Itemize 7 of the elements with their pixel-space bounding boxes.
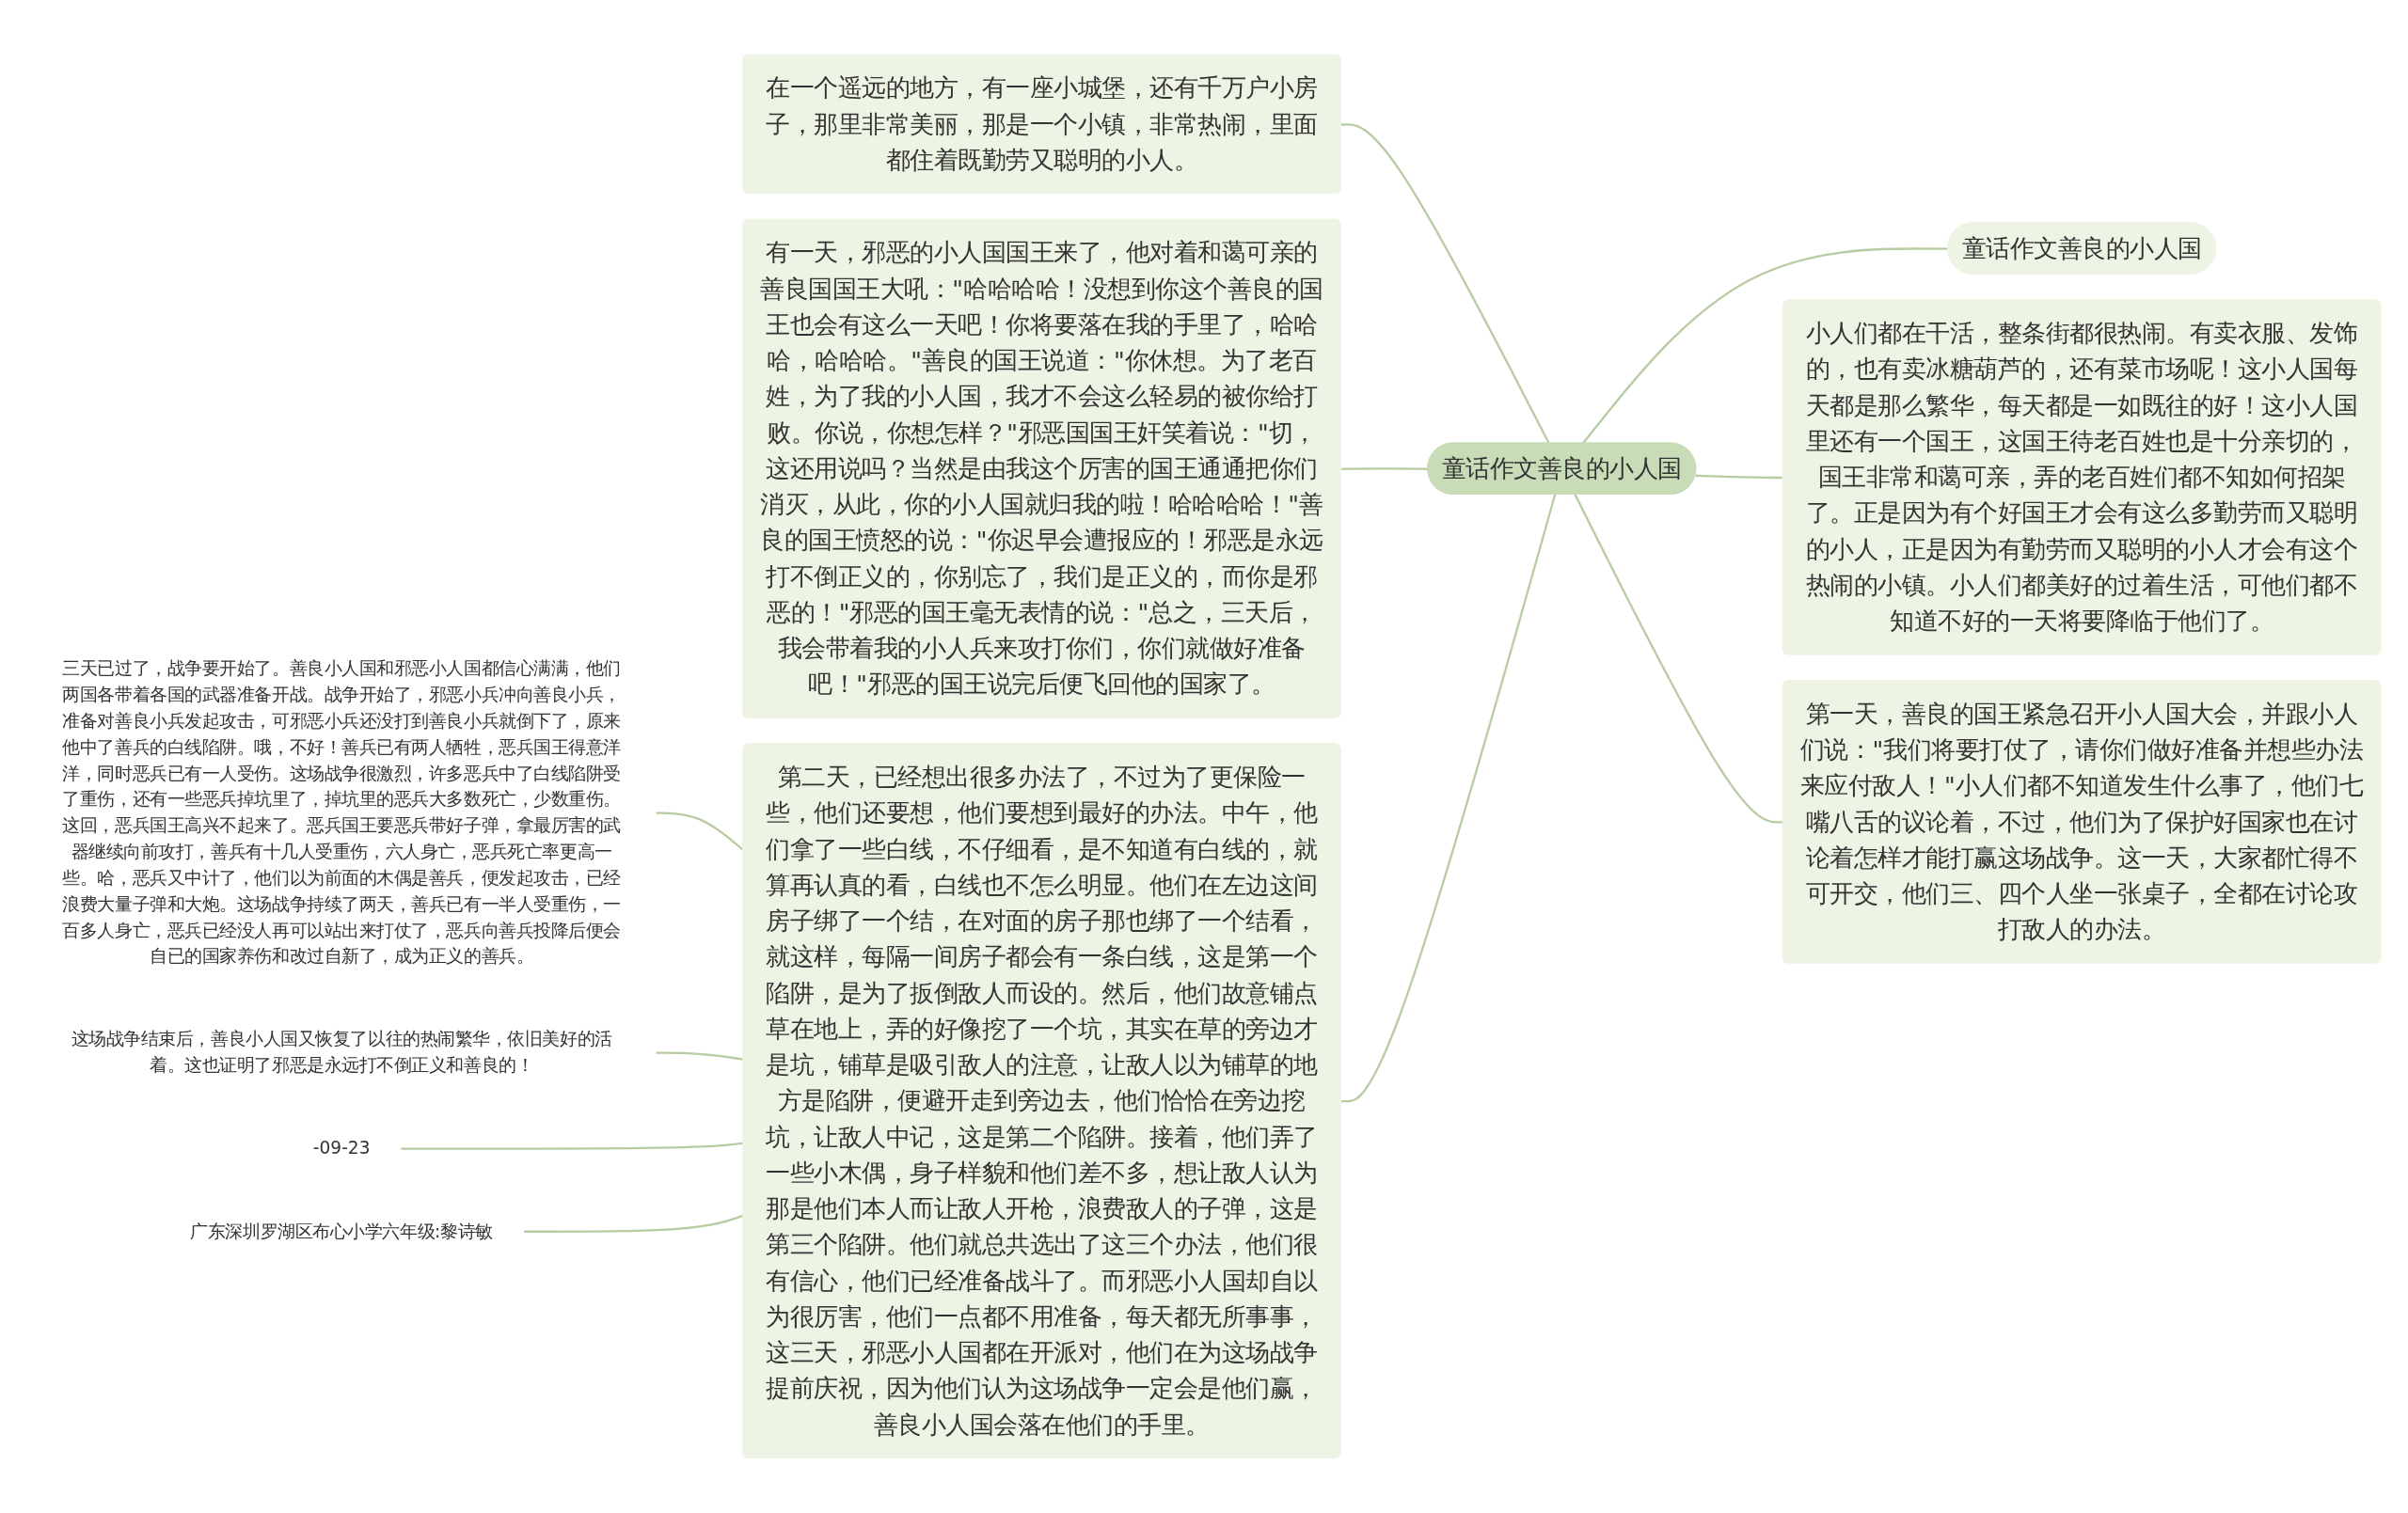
node-text: 三天已过了，战争要开始了。善良小人国和邪恶小人国都信心满满，他们两国各带着各国的武器准备开战。战争开始了，邪恶小兵冲向善良小兵，准备对善良小兵发起攻击，可邪恶小兵还没打到善良小兵就倒下了，原来他中了善兵的白线陷阱。哦，不好！善兵已有两人牺牲，恶兵国王得意洋洋，同时恶兵已有一人受伤。这场战争很激烈，许多恶兵中了白线陷阱受了重伤，还有一些恶兵掉坑里了，掉坑里的恶兵大多数死亡，少数重伤。这回，恶兵国王高兴不起来了。恶兵国王要恶兵带好子弹，拿最厉害的武器继续向前攻打，善兵有十几人受重伤，六人身亡，恶兵死亡率更高一些。哈，恶兵又中计了，他们以为前面的木偶是善兵，便发起攻击，已经浪费大量子弹和大炮。这场战争持续了两天，善兵已有一半人受重伤，一百多人身亡，恶兵已经没人再可以站出来打仗了，恶兵向善兵投降后便会自已的国家养伤和改过自新了，成为正义的善兵。 (62, 658, 621, 968)
node-text: 这场战争结束后，善良小人国又恢复了以往的热闹繁华，依旧美好的活着。这也证明了邪恶是永远打不倒正义和善良的！ (71, 1029, 612, 1077)
node-text: -09-23 (312, 1138, 371, 1159)
connector (1340, 123, 1550, 445)
node-text: 广东深圳罗湖区布心小学六年级:黎诗敏 (190, 1221, 493, 1242)
connector (1340, 467, 1429, 471)
connector (1340, 494, 1557, 1103)
